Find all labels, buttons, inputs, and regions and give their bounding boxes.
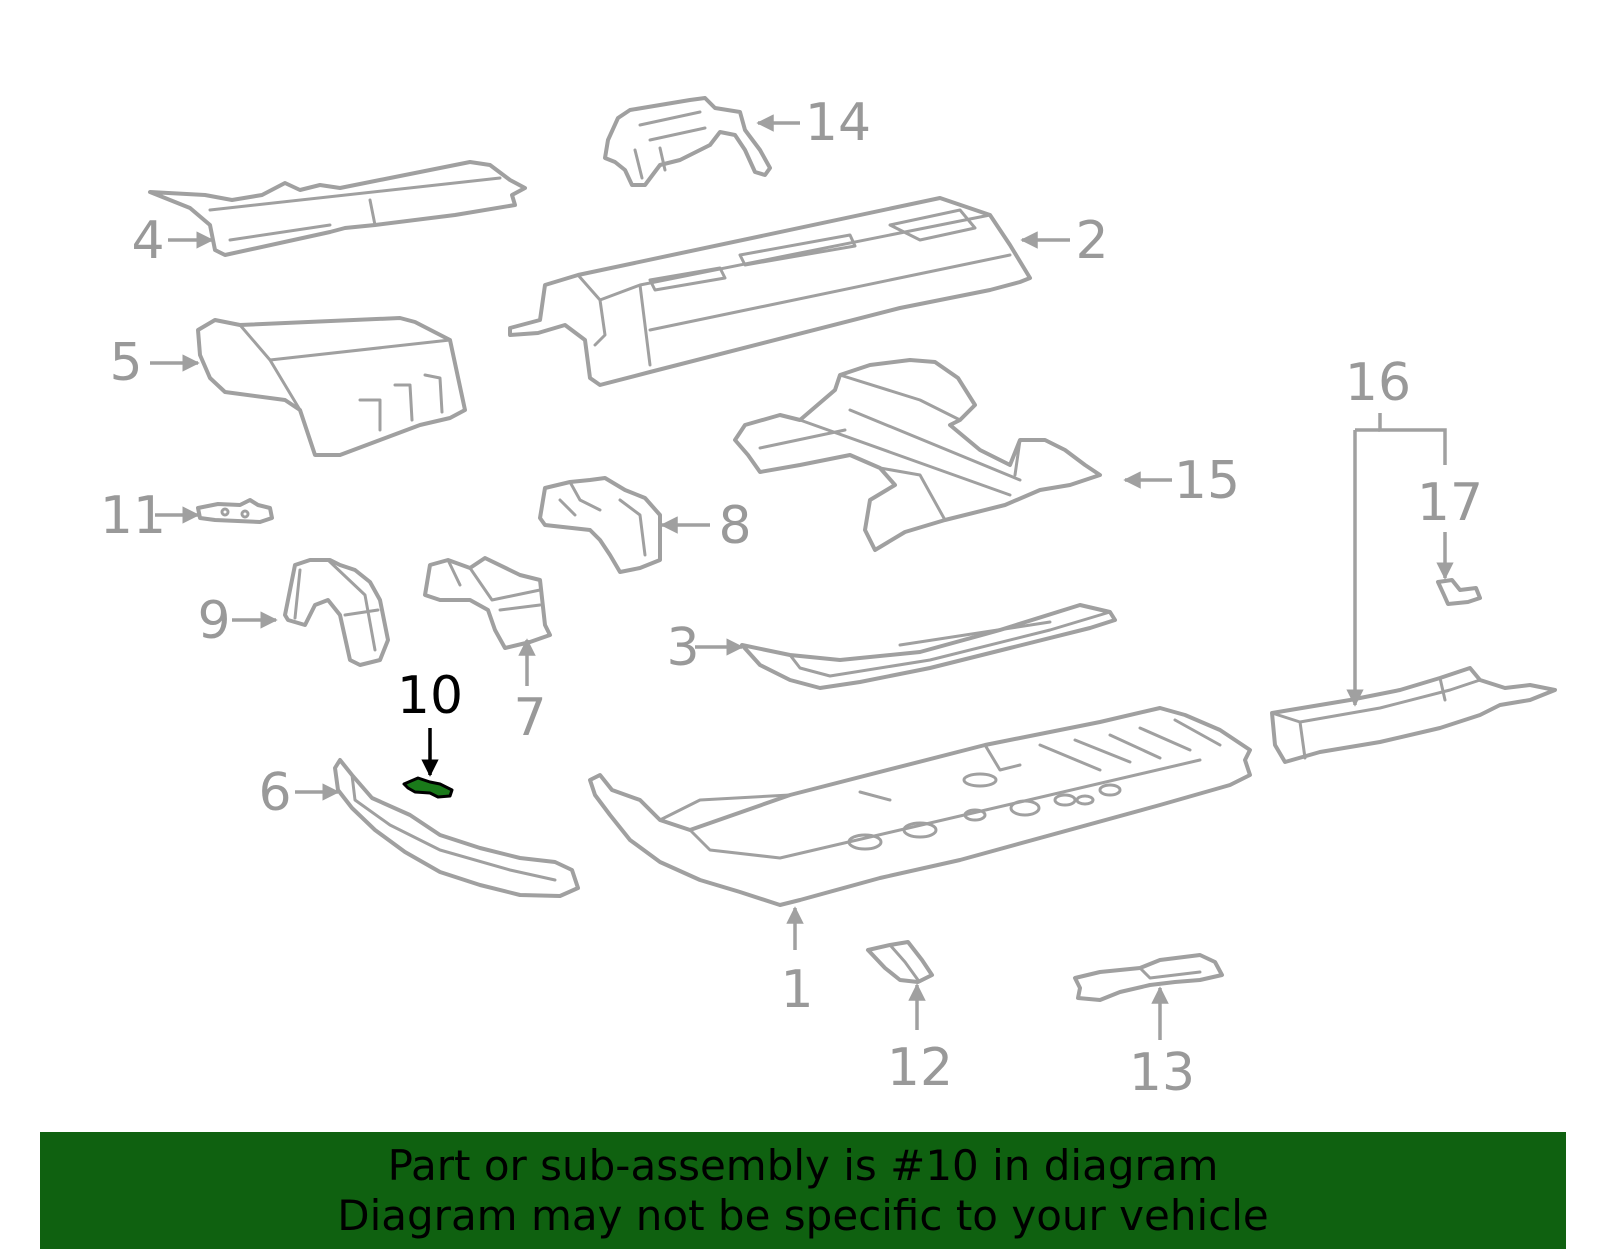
- part-12[interactable]: [866, 940, 934, 984]
- info-banner: Part or sub-assembly is #10 in diagram D…: [40, 1132, 1566, 1249]
- callout-8: 8: [718, 496, 751, 556]
- callout-3: 3: [666, 618, 699, 678]
- part-10[interactable]: [402, 776, 454, 799]
- callout-16: 16: [1345, 353, 1411, 413]
- part-5[interactable]: [196, 316, 467, 457]
- part-17[interactable]: [1436, 578, 1482, 606]
- part-9[interactable]: [283, 558, 390, 667]
- callout-1: 1: [780, 960, 813, 1020]
- callout-15: 15: [1174, 451, 1240, 511]
- callout-2: 2: [1075, 211, 1108, 271]
- part-2[interactable]: [508, 196, 1032, 387]
- callout-7: 7: [513, 688, 546, 748]
- leader-lines: [150, 114, 1454, 1040]
- callout-17: 17: [1417, 473, 1483, 533]
- callout-14: 14: [805, 93, 871, 153]
- callout-4: 4: [131, 211, 164, 271]
- callout-6: 6: [258, 763, 291, 823]
- part-8[interactable]: [538, 476, 662, 574]
- part-1[interactable]: [588, 706, 1252, 907]
- callout-13: 13: [1129, 1043, 1195, 1103]
- part-14[interactable]: [603, 96, 772, 187]
- part-3[interactable]: [740, 603, 1117, 690]
- callout-9: 9: [197, 591, 230, 651]
- part-11[interactable]: [196, 498, 274, 524]
- callout-12: 12: [887, 1038, 953, 1098]
- part-15[interactable]: [733, 358, 1102, 552]
- part-4[interactable]: [148, 160, 527, 257]
- banner-line-1: Part or sub-assembly is #10 in diagram: [387, 1140, 1219, 1190]
- part-16[interactable]: [1270, 666, 1557, 764]
- banner-line-2: Diagram may not be specific to your vehi…: [337, 1190, 1269, 1240]
- callout-11: 11: [100, 486, 166, 546]
- part-7[interactable]: [423, 556, 552, 650]
- part-13[interactable]: [1073, 953, 1224, 1002]
- part-6[interactable]: [333, 758, 580, 898]
- callout-5: 5: [109, 333, 142, 393]
- callout-10: 10: [397, 666, 463, 726]
